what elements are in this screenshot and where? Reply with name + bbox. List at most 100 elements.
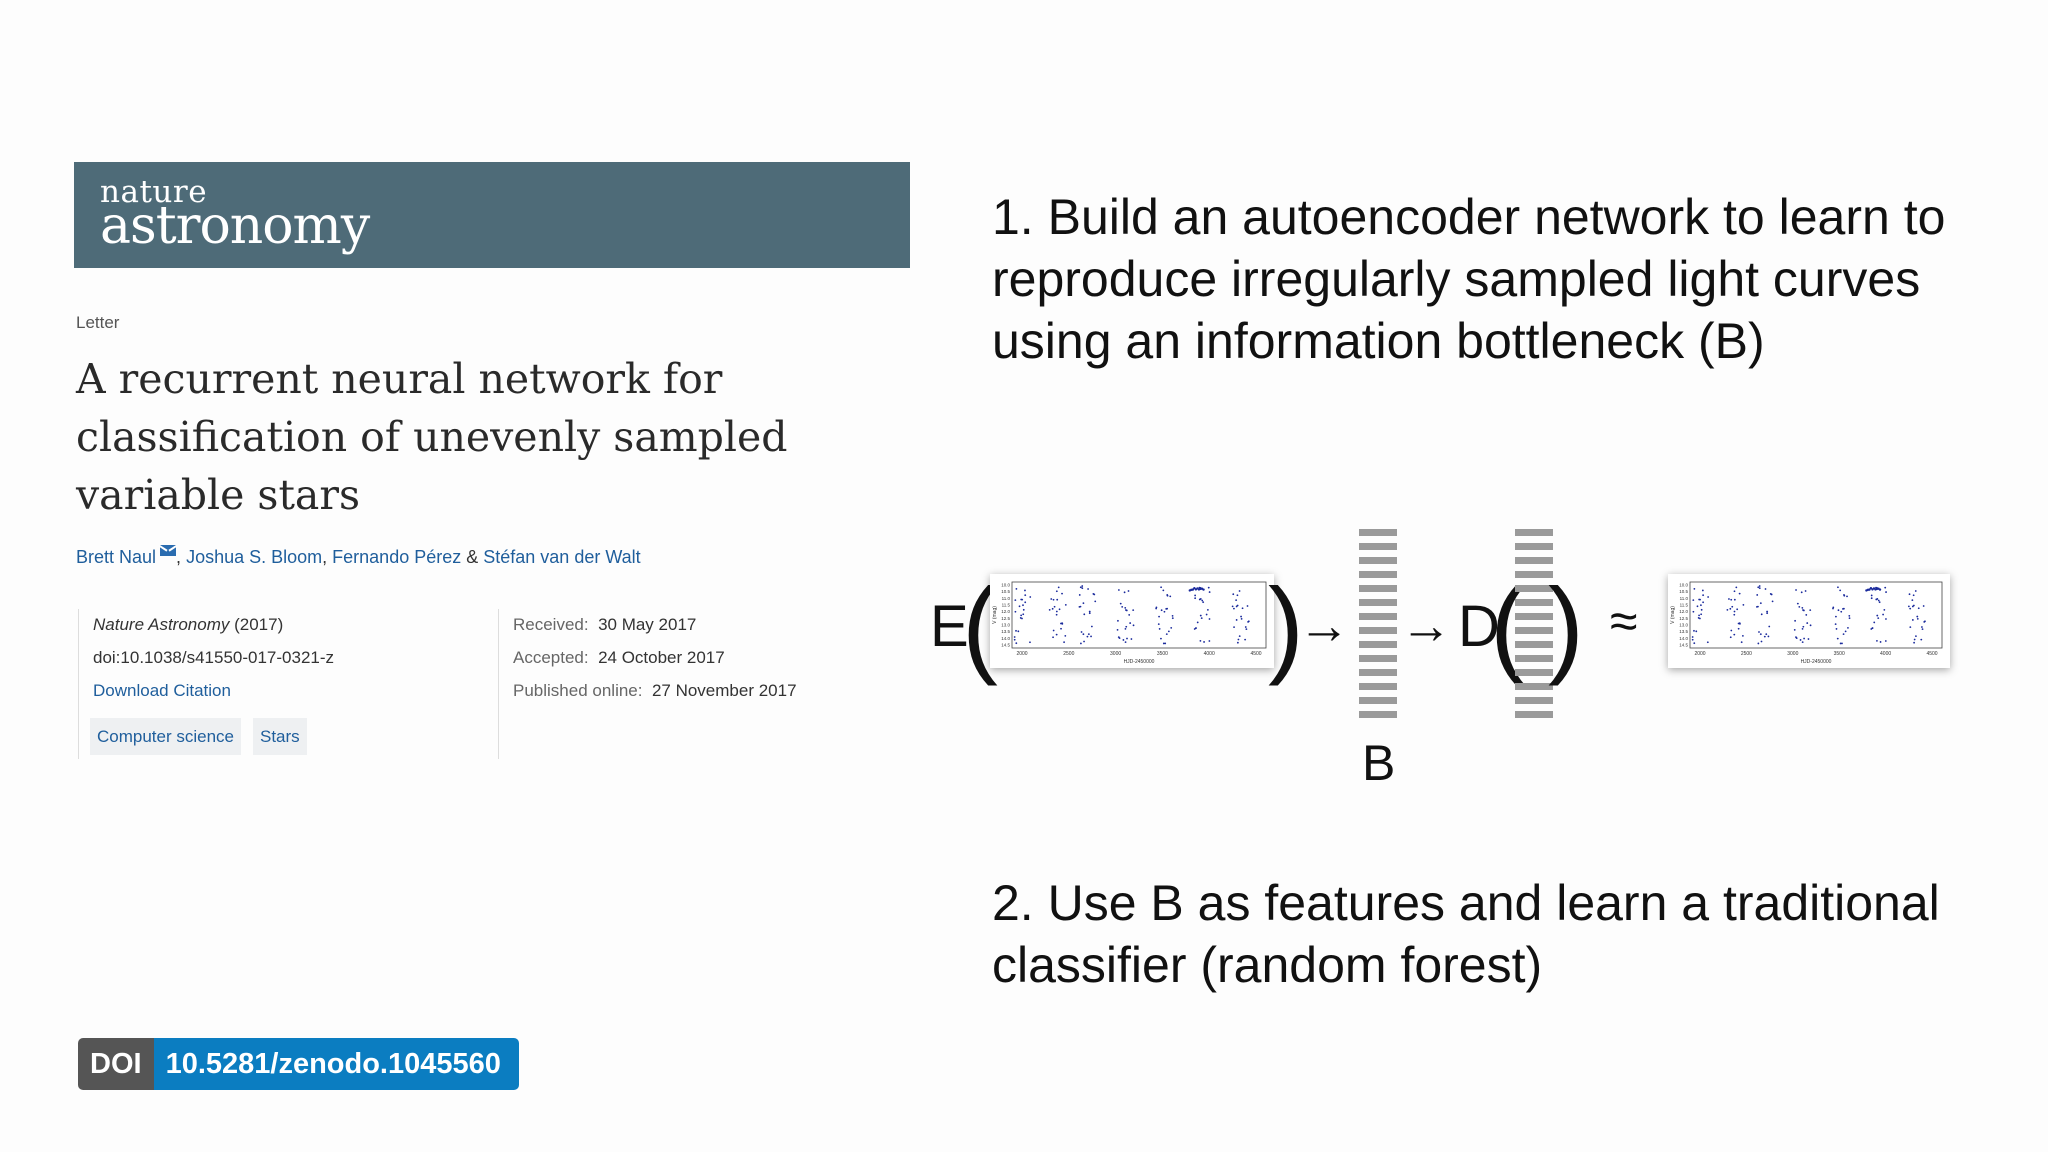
author-link[interactable]: Joshua S. Bloom: [186, 547, 323, 567]
data-point: [1160, 637, 1162, 640]
data-point: [1024, 601, 1027, 604]
data-point: [1018, 605, 1021, 608]
email-icon[interactable]: [160, 545, 177, 556]
data-point: [1080, 631, 1083, 633]
data-point: [1057, 586, 1060, 589]
data-point: [1050, 598, 1053, 600]
data-point: [1019, 617, 1022, 619]
data-point: [1693, 588, 1696, 590]
author-link[interactable]: Fernando Pérez: [332, 547, 462, 567]
data-point: [1048, 609, 1051, 611]
data-point: [1052, 636, 1054, 639]
data-point: [1240, 615, 1242, 618]
data-point: [1166, 594, 1169, 597]
data-point: [1163, 610, 1166, 613]
download-citation-link[interactable]: Download Citation: [93, 681, 231, 700]
bottleneck-unit: [1359, 683, 1397, 690]
data-point: [1064, 603, 1067, 606]
data-point: [1162, 642, 1165, 645]
author-link[interactable]: Stéfan van der Walt: [483, 547, 641, 567]
data-point: [1055, 610, 1058, 613]
data-point: [1698, 598, 1701, 601]
paper-title: A recurrent neural network for classific…: [76, 355, 788, 519]
data-point: [1167, 630, 1170, 633]
data-point: [1805, 614, 1808, 616]
data-point: [1922, 605, 1925, 607]
bottleneck-unit: [1359, 585, 1397, 592]
data-point: [1246, 605, 1249, 607]
data-point: [1087, 588, 1089, 590]
data-point: [1736, 608, 1739, 611]
subject-tag-stars[interactable]: Stars: [253, 718, 307, 755]
data-point: [1883, 609, 1886, 611]
y-tick-label: 12.5: [1679, 616, 1688, 621]
received-date: 30 May 2017: [598, 615, 697, 634]
y-tick-label: 12.5: [1001, 616, 1010, 621]
y-tick-label: 13.0: [1001, 623, 1010, 628]
data-point: [1244, 626, 1247, 628]
data-point: [1241, 607, 1244, 610]
data-point: [1208, 591, 1211, 593]
data-point: [1691, 638, 1694, 641]
y-tick-label: 11.5: [1680, 603, 1689, 608]
x-tick-label: 2500: [1741, 651, 1752, 657]
data-point: [1015, 642, 1018, 645]
data-point: [1162, 589, 1165, 592]
data-point: [1842, 633, 1845, 636]
step-1-text: 1. Build an autoencoder network to learn…: [992, 189, 1946, 369]
data-point: [1837, 609, 1840, 612]
data-point: [1692, 599, 1695, 602]
bottleneck-label: B: [1362, 735, 1396, 791]
author-list: Brett Naul, Joshua S. Bloom, Fernando Pé…: [76, 545, 641, 568]
y-tick-label: 14.0: [1001, 636, 1010, 641]
data-point: [1155, 607, 1158, 610]
data-point: [1696, 605, 1699, 608]
data-point: [1768, 625, 1771, 628]
data-point: [1063, 641, 1065, 644]
plot-frame: [1689, 581, 1943, 649]
data-point: [1760, 613, 1763, 616]
decoder-input-unit: [1515, 711, 1553, 718]
data-point: [1796, 602, 1799, 605]
data-point: [1728, 598, 1730, 600]
data-point: [1013, 636, 1016, 638]
data-point: [1194, 597, 1197, 600]
data-point: [1733, 633, 1736, 636]
data-point: [1236, 594, 1239, 597]
data-point: [1132, 609, 1135, 612]
bottleneck-unit: [1359, 655, 1397, 662]
data-point: [1157, 623, 1160, 626]
data-point: [1798, 605, 1801, 608]
data-point: [1024, 589, 1026, 592]
data-point: [1200, 617, 1203, 619]
data-point: [1760, 640, 1763, 643]
data-point: [1237, 638, 1240, 641]
received-date-row: Received: 30 May 2017: [513, 615, 696, 635]
data-point: [1129, 622, 1132, 624]
data-point: [1769, 593, 1772, 595]
data-point: [1247, 620, 1250, 623]
x-tick-label: 2000: [1694, 651, 1705, 657]
data-point: [1800, 591, 1803, 594]
data-point: [1116, 628, 1119, 631]
data-point: [1165, 608, 1168, 610]
data-point: [1920, 638, 1923, 641]
data-point: [1875, 598, 1878, 601]
x-tick-label: 3500: [1157, 651, 1168, 657]
data-point: [1191, 588, 1195, 591]
data-point: [1876, 614, 1879, 617]
author-link[interactable]: Brett Naul: [76, 547, 157, 567]
data-point: [1759, 633, 1762, 636]
decoder-input-unit: [1515, 641, 1553, 648]
data-point: [1058, 608, 1061, 611]
data-point: [1871, 627, 1874, 629]
zenodo-doi-badge[interactable]: DOI 10.5281/zenodo.1045560: [78, 1038, 519, 1090]
encoder-close-paren: ): [1268, 565, 1304, 686]
data-point: [1061, 592, 1063, 595]
data-point: [1870, 594, 1873, 597]
subject-tag-computer-science[interactable]: Computer science: [90, 718, 242, 755]
data-point: [1700, 608, 1703, 611]
journal-banner[interactable]: nature astronomy: [74, 162, 910, 268]
data-point: [1171, 614, 1174, 617]
data-point: [1700, 604, 1702, 607]
